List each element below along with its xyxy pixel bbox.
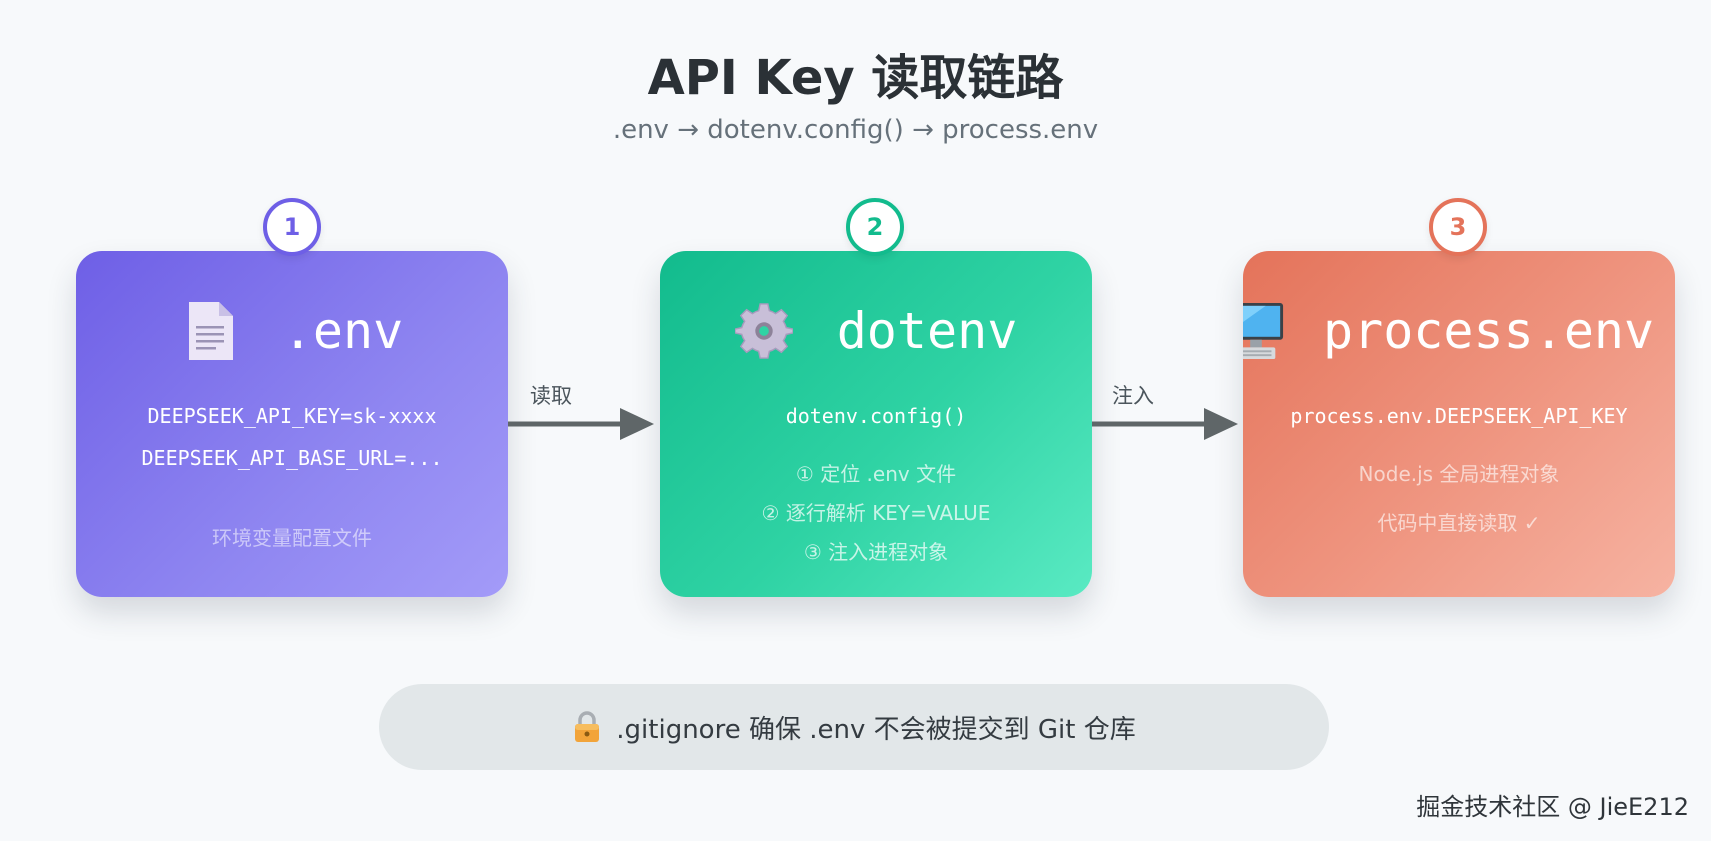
dotenv-step-locate: ① 定位 .env 文件 bbox=[795, 462, 957, 486]
dotenv-code-line: dotenv.config() bbox=[785, 404, 967, 428]
env-code-line-2: DEEPSEEK_API_BASE_URL=... bbox=[141, 446, 443, 470]
dotenv-card-header: dotenv bbox=[660, 295, 1092, 367]
inject-arrow bbox=[1092, 408, 1238, 440]
gear-icon bbox=[734, 303, 793, 359]
read-arrow-label: 读取 bbox=[530, 384, 572, 408]
process-env-card-title: process.env bbox=[1323, 302, 1655, 360]
process-env-description-2: 代码中直接读取 ✓ bbox=[1377, 511, 1541, 535]
computer-icon bbox=[1243, 302, 1284, 360]
document-icon bbox=[188, 302, 233, 360]
env-card-title: .env bbox=[282, 302, 404, 360]
process-env-code-line: process.env.DEEPSEEK_API_KEY bbox=[1290, 404, 1628, 428]
read-arrow bbox=[508, 408, 654, 440]
process-env-card: process.env process.env.DEEPSEEK_API_KEY… bbox=[1243, 251, 1675, 597]
inject-arrow-label: 注入 bbox=[1112, 384, 1154, 408]
dotenv-step-inject: ③ 注入进程对象 bbox=[803, 540, 949, 564]
env-file-card: .env DEEPSEEK_API_KEY=sk-xxxx DEEPSEEK_A… bbox=[76, 251, 508, 597]
watermark: 掘金技术社区 @ JieE212 bbox=[1416, 793, 1689, 821]
env-description: 环境变量配置文件 bbox=[212, 526, 372, 550]
step-1-badge: 1 bbox=[263, 198, 321, 256]
step-3-badge: 3 bbox=[1429, 198, 1487, 256]
dotenv-card-title: dotenv bbox=[836, 302, 1018, 360]
step-2-badge: 2 bbox=[846, 198, 904, 256]
gitignore-note: .gitignore 确保 .env 不会被提交到 Git 仓库 bbox=[379, 684, 1329, 770]
dotenv-card: dotenv dotenv.config() ① 定位 .env 文件 ② 逐行… bbox=[660, 251, 1092, 597]
process-env-card-header: process.env bbox=[1243, 295, 1675, 367]
env-code-line-1: DEEPSEEK_API_KEY=sk-xxxx bbox=[147, 404, 437, 428]
process-env-description-1: Node.js 全局进程对象 bbox=[1358, 462, 1560, 486]
diagram-subtitle: .env → dotenv.config() → process.env bbox=[612, 115, 1099, 145]
dotenv-step-parse: ② 逐行解析 KEY=VALUE bbox=[761, 501, 991, 525]
diagram-title: API Key 读取链路 bbox=[647, 50, 1064, 106]
lock-icon bbox=[575, 711, 600, 742]
gitignore-note-text: .gitignore 确保 .env 不会被提交到 Git 仓库 bbox=[616, 714, 1136, 745]
env-card-header: .env bbox=[76, 295, 508, 367]
